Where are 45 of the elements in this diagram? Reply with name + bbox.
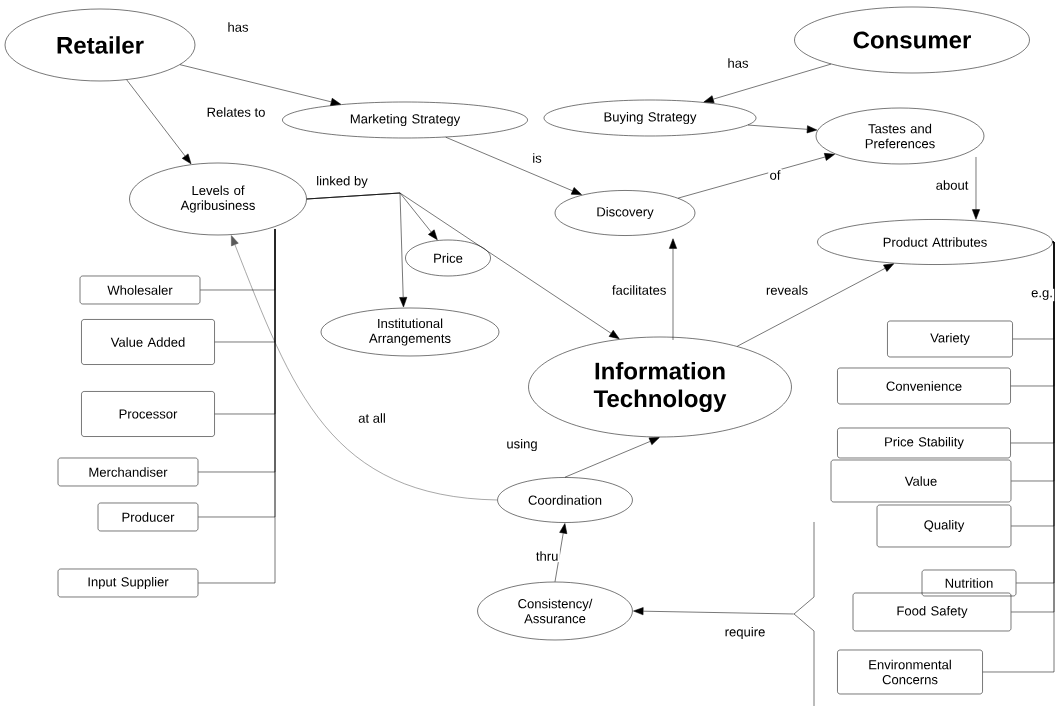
edge-label: is <box>530 151 544 165</box>
edge-label: thru <box>534 549 560 563</box>
example-box: Value <box>830 459 1012 503</box>
example-box: Food Safety <box>852 592 1012 632</box>
arrow <box>445 136 582 195</box>
example-box: Value Added <box>81 319 215 365</box>
edge-label: using <box>505 437 539 453</box>
arrow <box>633 607 794 616</box>
example-box: Wholesaler <box>79 275 201 305</box>
example-box: Environmental Concerns <box>837 649 983 695</box>
arrow <box>703 63 832 103</box>
edge-label: about <box>934 178 970 192</box>
connector-line <box>982 241 1055 673</box>
edge-label: at all <box>356 411 388 425</box>
example-box: Nutrition <box>921 569 1017 597</box>
arrow <box>179 64 341 106</box>
edge-label: linked by <box>314 174 370 190</box>
edge-label: facilitates <box>610 283 668 297</box>
edge-label: of <box>768 168 782 182</box>
arrow <box>669 238 677 341</box>
arrow <box>126 79 192 165</box>
example-box: Convenience <box>837 367 1011 405</box>
arrow <box>972 156 980 220</box>
bracket <box>793 521 815 706</box>
arrow <box>736 263 894 347</box>
arrow <box>747 124 818 134</box>
example-box: Producer <box>97 502 199 532</box>
example-box: Processor <box>81 391 215 437</box>
arrow <box>554 523 568 582</box>
example-box: Quality <box>876 504 1012 548</box>
edge-label: e.g. <box>1029 288 1055 302</box>
arrow <box>677 153 835 199</box>
example-box: Input Supplier <box>57 568 199 598</box>
edge-label: has <box>226 20 250 34</box>
edge-label: reveals <box>764 283 810 297</box>
arrow <box>306 192 620 339</box>
arrow <box>564 437 660 478</box>
example-box: Price Stability <box>837 427 1011 459</box>
example-box: Variety <box>887 320 1013 358</box>
example-box: Merchandiser <box>57 457 199 487</box>
edge-label: has <box>726 56 750 70</box>
curved-arrow <box>231 235 498 501</box>
connector-line <box>198 228 276 584</box>
edge-label: Relates to <box>205 105 267 119</box>
edge-label: require <box>723 625 767 641</box>
